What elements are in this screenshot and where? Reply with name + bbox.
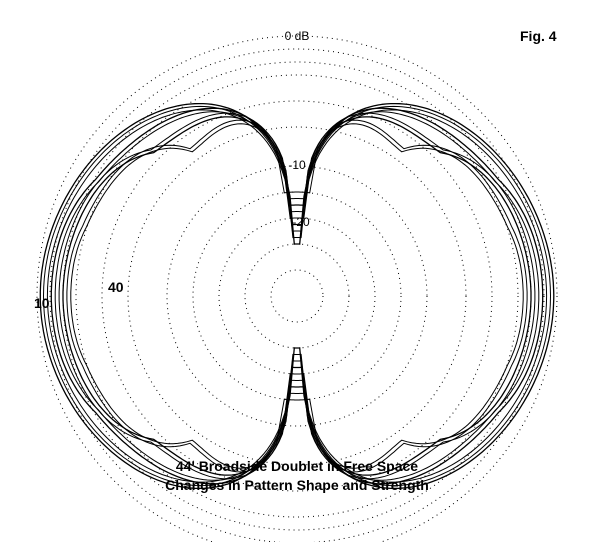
pattern-series-1: [39, 102, 555, 490]
grid-ring: [36, 35, 558, 542]
pattern-series-7: [62, 116, 532, 476]
figure-label: Fig. 4: [520, 28, 557, 44]
annotation-40: 40: [108, 279, 124, 295]
pattern-series-8: [66, 119, 528, 473]
ring-label-10: -10: [288, 158, 306, 172]
grid-ring: [192, 191, 402, 401]
polar-labels: 0 dB -10 -20 10 40: [34, 29, 310, 311]
pattern-curves: [39, 102, 555, 490]
grid-ring: [75, 74, 519, 518]
annotation-10: 10: [34, 295, 50, 311]
caption-line-2: Changes in Pattern Shape and Strength: [165, 477, 429, 493]
caption-line-1: 44' Broadside Doublet in Free Space: [175, 458, 419, 474]
ring-label-0db: 0 dB: [285, 29, 310, 43]
grid-ring: [101, 100, 493, 492]
grid-ring: [218, 217, 376, 375]
ring-label-20: -20: [292, 215, 310, 229]
pattern-series-4: [50, 107, 544, 485]
grid-ring: [270, 269, 324, 323]
pattern-series-2: [42, 105, 552, 487]
pattern-series-3: [46, 109, 548, 483]
grid-ring: [244, 243, 350, 349]
grid-ring: [166, 165, 428, 427]
grid-ring: [49, 48, 545, 542]
pattern-series-9: [70, 123, 524, 469]
pattern-series-6: [58, 112, 536, 480]
grid-ring: [127, 126, 467, 466]
